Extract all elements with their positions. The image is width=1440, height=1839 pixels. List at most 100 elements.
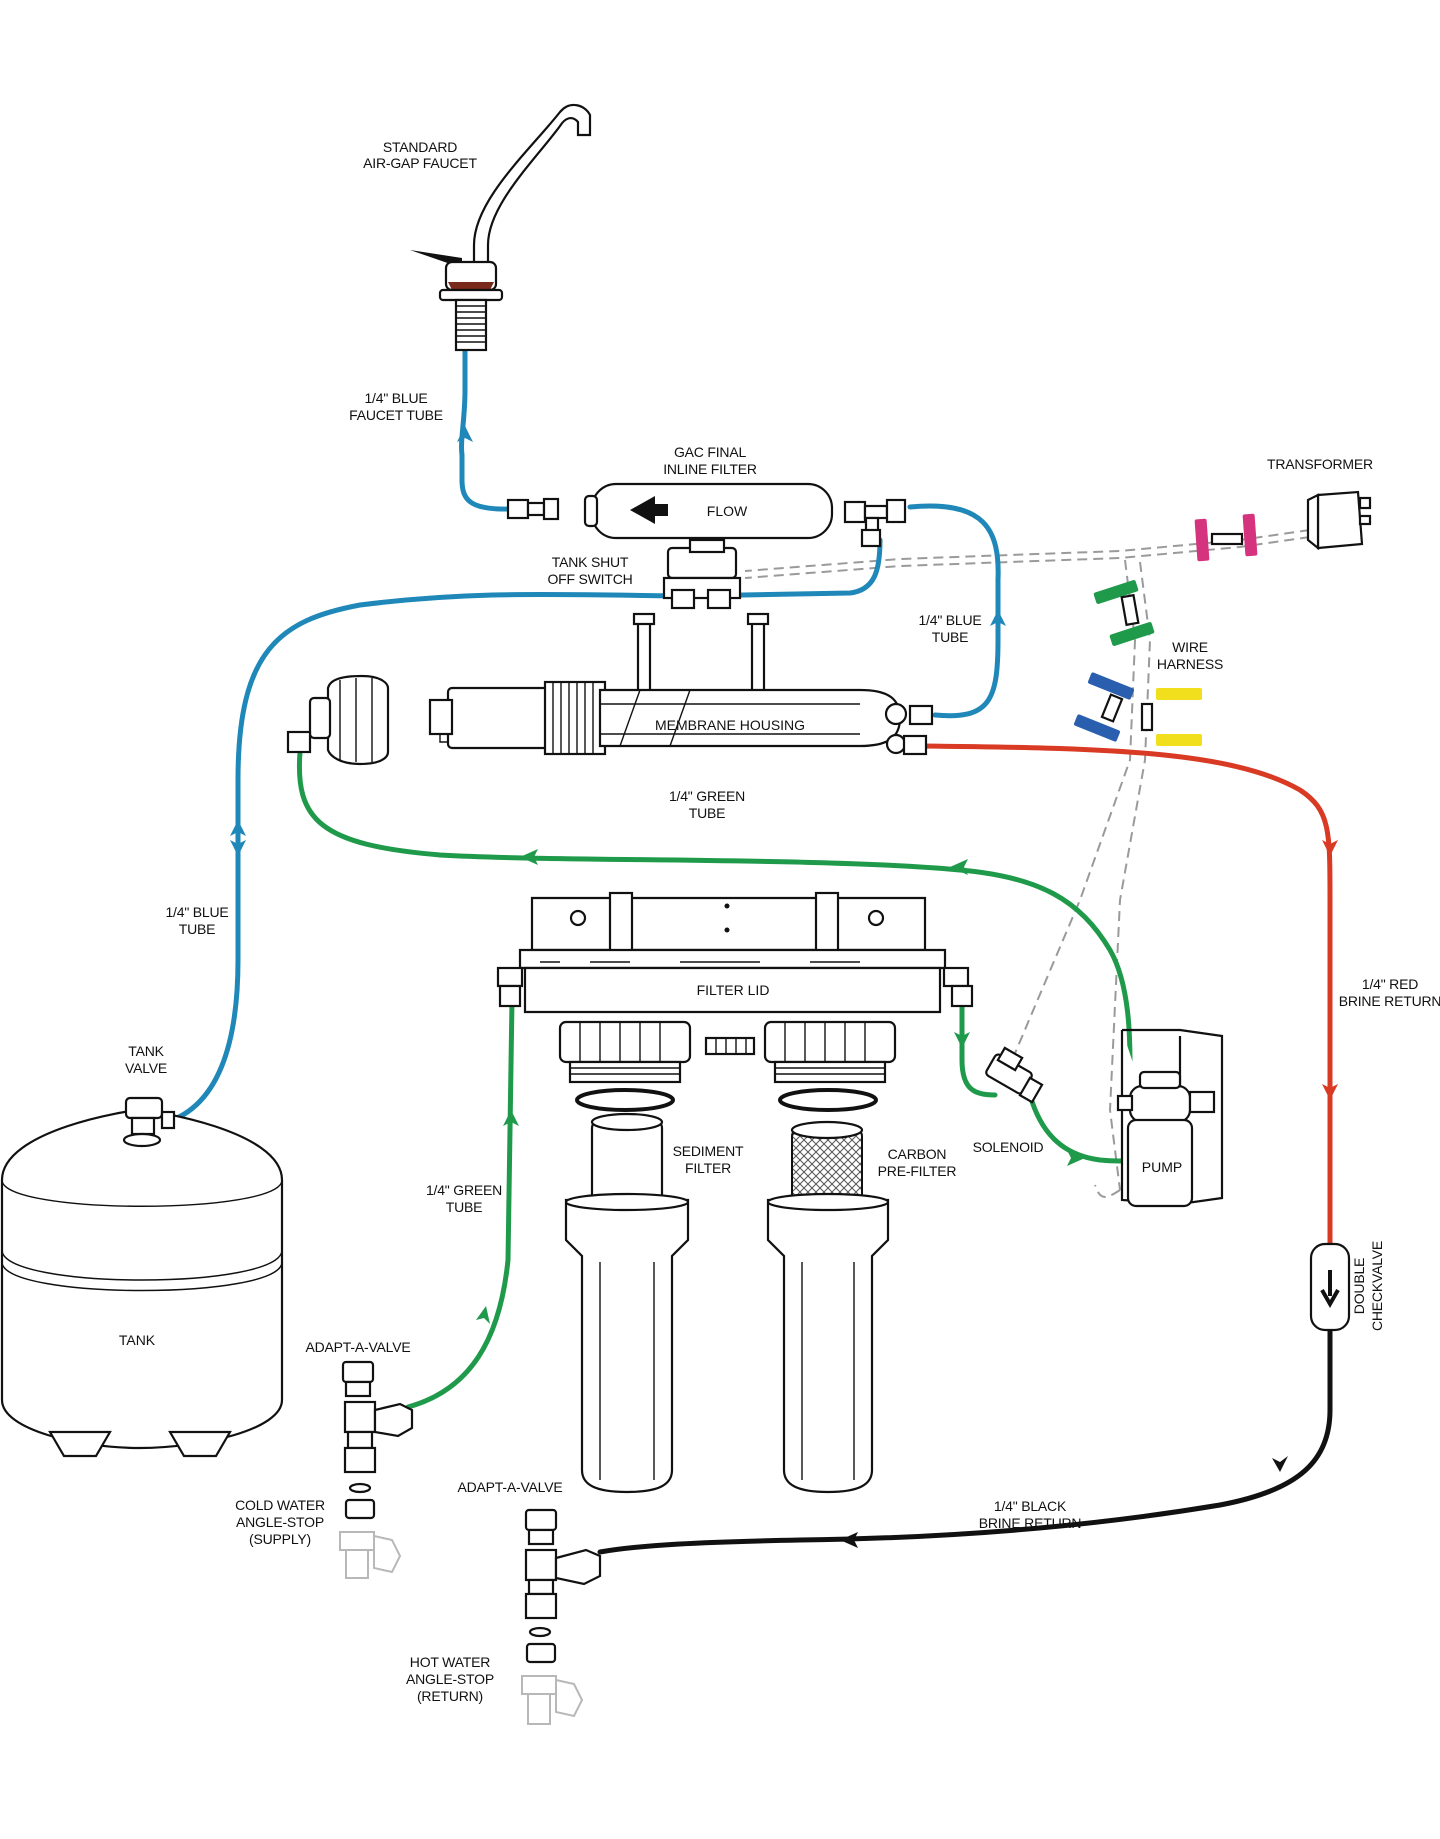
blue-tube-left bbox=[157, 537, 883, 1127]
membrane-housing: MEMBRANE HOUSING bbox=[428, 612, 934, 756]
red-brine-tube bbox=[917, 743, 1333, 1248]
flow-arrow-icon bbox=[1322, 1084, 1338, 1100]
adapt-valve-2-label: ADAPT-A-VALVE bbox=[457, 1479, 562, 1495]
faucet-tube-label-2: FAUCET TUBE bbox=[349, 407, 443, 423]
pump: PUMP bbox=[1116, 1028, 1224, 1208]
labels: STANDARD AIR-GAP FAUCET 1/4" BLUE FAUCET… bbox=[125, 139, 1440, 1704]
tank-shutoff-label-1: TANK SHUT bbox=[552, 554, 629, 570]
faucet-label-1: STANDARD bbox=[383, 139, 457, 155]
green-connector bbox=[1109, 622, 1155, 646]
red-brine-label-2: BRINE RETURN bbox=[1339, 993, 1440, 1009]
blue-faucet-tube bbox=[459, 349, 513, 512]
transformer bbox=[1306, 490, 1372, 551]
wire-harness-label-2: HARNESS bbox=[1157, 656, 1223, 672]
sediment-label-1: SEDIMENT bbox=[673, 1143, 744, 1159]
double-checkvalve bbox=[1309, 1242, 1351, 1332]
flow-arrow-icon bbox=[520, 849, 538, 865]
yellow-connector bbox=[1156, 688, 1202, 700]
flow-arrow-icon bbox=[950, 859, 968, 875]
filter-lid-bracket: FILTER LID bbox=[496, 891, 974, 1014]
gac-label-2: INLINE FILTER bbox=[663, 461, 757, 477]
blue-tube-right-label-1: 1/4" BLUE bbox=[918, 612, 981, 628]
blue-tube-left-label-1: 1/4" BLUE bbox=[165, 904, 228, 920]
air-gap-faucet bbox=[410, 103, 592, 352]
tank-shutoff-switch bbox=[662, 538, 742, 610]
checkvalve-label-1: DOUBLE bbox=[1351, 1258, 1367, 1314]
membrane-housing-label: MEMBRANE HOUSING bbox=[655, 717, 805, 733]
storage-tank: TANK bbox=[0, 1108, 284, 1458]
gac-outlet-tee bbox=[843, 498, 907, 548]
flow-label: FLOW bbox=[707, 503, 748, 519]
carbon-label-2: PRE-FILTER bbox=[878, 1163, 957, 1179]
blue-connector bbox=[1088, 672, 1134, 700]
hot-water-label-2: ANGLE-STOP bbox=[406, 1671, 494, 1687]
flow-arrows bbox=[230, 426, 1338, 1548]
green-tube-top-label-1: 1/4" GREEN bbox=[669, 788, 745, 804]
adapt-valve-1-label: ADAPT-A-VALVE bbox=[305, 1339, 410, 1355]
red-brine-label-1: 1/4" RED bbox=[1362, 976, 1418, 992]
sediment-label-2: FILTER bbox=[685, 1160, 731, 1176]
cold-water-label-3: (SUPPLY) bbox=[249, 1531, 311, 1547]
flow-arrow-icon bbox=[476, 1306, 490, 1324]
flow-arrow-icon bbox=[1322, 840, 1338, 856]
tank-valve-label-2: VALVE bbox=[125, 1060, 167, 1076]
o-rings bbox=[575, 1088, 878, 1112]
magenta-connector bbox=[1194, 518, 1210, 562]
green-tube-top bbox=[296, 749, 1133, 1068]
transformer-label: TRANSFORMER bbox=[1267, 456, 1373, 472]
tank-label: TANK bbox=[119, 1332, 156, 1348]
flow-arrow-icon bbox=[230, 820, 246, 836]
green-tube-left-label-1: 1/4" GREEN bbox=[426, 1182, 502, 1198]
checkvalve-label-2: CHECKVALVE bbox=[1369, 1241, 1385, 1331]
pump-label: PUMP bbox=[1142, 1159, 1182, 1175]
tank-valve bbox=[122, 1096, 176, 1148]
flow-arrow-icon bbox=[840, 1532, 858, 1548]
flow-arrow-icon bbox=[457, 426, 473, 442]
green-tube-left-label-2: TUBE bbox=[446, 1199, 483, 1215]
solenoid-valve bbox=[985, 1046, 1044, 1104]
tank-shutoff-label-2: OFF SWITCH bbox=[547, 571, 632, 587]
filter-caps bbox=[558, 1020, 897, 1084]
flow-arrow-icon bbox=[1272, 1456, 1288, 1472]
filter-lid-label: FILTER LID bbox=[697, 982, 770, 998]
black-brine-label-2: BRINE RETURN bbox=[979, 1515, 1082, 1531]
membrane-end-cap bbox=[286, 674, 390, 766]
black-brine-label-1: 1/4" BLACK bbox=[994, 1498, 1067, 1514]
blue-tube-right bbox=[907, 503, 1001, 719]
adapt-a-valve-hot bbox=[521, 1508, 602, 1725]
green-connector bbox=[1093, 580, 1139, 604]
solenoid-label: SOLENOID bbox=[973, 1139, 1044, 1155]
check-arrow-icon bbox=[1320, 1270, 1340, 1309]
green-tube-left bbox=[405, 997, 515, 1410]
gac-label-1: GAC FINAL bbox=[674, 444, 747, 460]
faucet-tube-fitting bbox=[506, 497, 560, 521]
green-tube-top-label-2: TUBE bbox=[689, 805, 726, 821]
carbon-label-1: CARBON bbox=[888, 1146, 947, 1162]
faucet-label-2: AIR-GAP FAUCET bbox=[363, 155, 477, 171]
adapt-a-valve-cold bbox=[339, 1360, 414, 1579]
flow-arrow-icon bbox=[230, 840, 246, 856]
hot-water-label-3: (RETURN) bbox=[417, 1688, 483, 1704]
flow-arrow-icon bbox=[990, 610, 1006, 626]
blue-tube-right-label-2: TUBE bbox=[932, 629, 969, 645]
flow-arrow-icon bbox=[503, 1110, 519, 1126]
black-brine-tube bbox=[597, 1325, 1333, 1555]
hot-water-label-1: HOT WATER bbox=[410, 1654, 490, 1670]
faucet-tube-label-1: 1/4" BLUE bbox=[364, 390, 427, 406]
carbon-prefilter bbox=[766, 1120, 890, 1494]
flow-arrow-icon bbox=[954, 1032, 970, 1048]
yellow-connector bbox=[1156, 734, 1202, 746]
sediment-filter bbox=[564, 1112, 690, 1494]
flow-arrow-icon bbox=[630, 496, 668, 524]
wire-connectors bbox=[1074, 513, 1258, 746]
tank-valve-label-1: TANK bbox=[128, 1043, 164, 1059]
tubes bbox=[157, 349, 1333, 1555]
cold-water-label-2: ANGLE-STOP bbox=[236, 1514, 324, 1530]
magenta-connector bbox=[1242, 513, 1258, 557]
blue-connector bbox=[1074, 714, 1120, 742]
flow-arrow-icon bbox=[1067, 1150, 1085, 1166]
wire-harness-label-1: WIRE bbox=[1172, 639, 1208, 655]
blue-tube-left-label-2: TUBE bbox=[179, 921, 216, 937]
gac-final-inline-filter: FLOW bbox=[583, 482, 834, 540]
